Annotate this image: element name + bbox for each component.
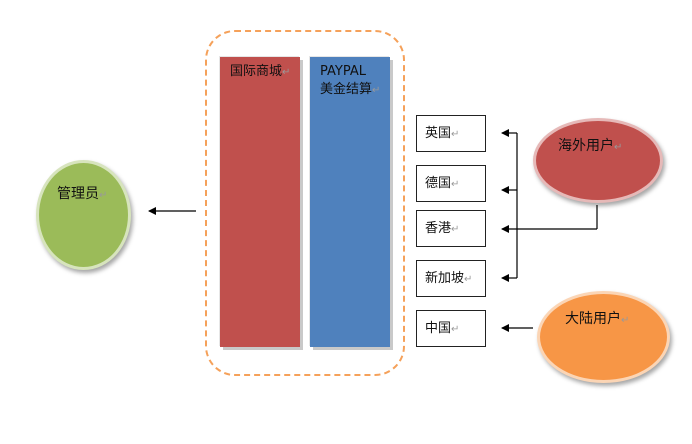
paragraph-mark: ↵ xyxy=(99,190,108,201)
platform-frame xyxy=(205,30,405,376)
overseas-users-label: 海外用户 xyxy=(558,138,614,154)
paypal-settlement-bar: PAYPAL 美金结算↵ xyxy=(310,57,390,347)
region-box-uk: 英国↵ xyxy=(416,115,486,152)
paragraph-mark: ↵ xyxy=(451,324,460,335)
mainland-users-label: 大陆用户 xyxy=(565,311,621,327)
international-mall-bar: 国际商城↵ xyxy=(220,57,300,347)
region-label-germany: 德国 xyxy=(425,176,452,191)
region-label-china: 中国 xyxy=(425,321,452,336)
region-box-singapore: 新加坡↵ xyxy=(416,260,486,297)
region-label-uk: 英国 xyxy=(425,126,452,141)
admin-label: 管理员 xyxy=(57,186,99,202)
overseas-users-node: 海外用户↵ xyxy=(533,118,663,203)
region-box-germany: 德国↵ xyxy=(416,165,486,202)
usd-settlement-label: 美金结算 xyxy=(320,82,373,97)
paragraph-mark: ↵ xyxy=(372,85,381,96)
admin-node: 管理员↵ xyxy=(36,160,131,270)
paragraph-mark: ↵ xyxy=(451,179,460,190)
mainland-users-node: 大陆用户↵ xyxy=(537,291,670,383)
paragraph-mark: ↵ xyxy=(451,224,460,235)
paragraph-mark: ↵ xyxy=(614,142,623,153)
international-mall-label: 国际商城 xyxy=(230,64,283,79)
region-label-hongkong: 香港 xyxy=(425,221,452,236)
paragraph-mark: ↵ xyxy=(464,274,473,285)
region-box-hongkong: 香港↵ xyxy=(416,210,486,247)
paypal-label: PAYPAL xyxy=(320,64,366,79)
paragraph-mark: ↵ xyxy=(621,315,630,326)
paragraph-mark: ↵ xyxy=(451,129,460,140)
paragraph-mark: ↵ xyxy=(282,67,291,78)
region-label-singapore: 新加坡 xyxy=(425,271,465,286)
region-box-china: 中国↵ xyxy=(416,310,486,347)
